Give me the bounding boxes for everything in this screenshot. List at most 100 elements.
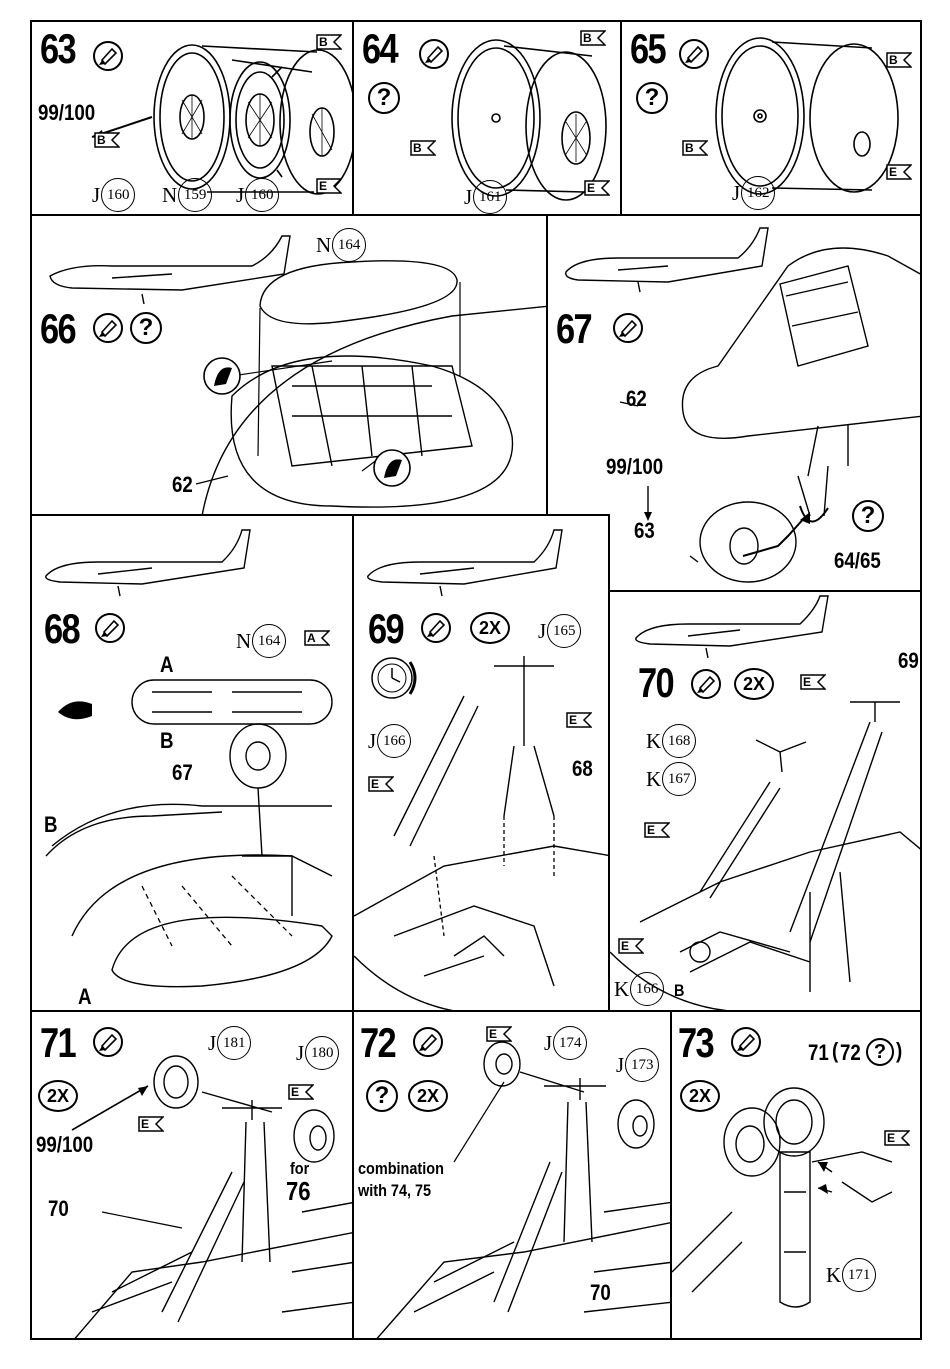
ref-alt: 72 (840, 1040, 861, 1065)
step-number: 63 (40, 25, 77, 72)
step-number: 70 (638, 659, 675, 706)
optional-question-icon: ? (366, 1080, 398, 1112)
multiplier-badge: 2X (38, 1080, 78, 1112)
decal-flag-icon: B (886, 52, 912, 68)
decal-flag-icon: E (368, 776, 394, 792)
multiplier-badge: 2X (470, 612, 510, 644)
decal-flag-icon: A (304, 630, 330, 646)
step-67-nose-gear-drawing (565, 227, 920, 583)
decal-flag-icon: B (682, 140, 708, 156)
glue-tube-icon (92, 1026, 124, 1058)
step-number: 68 (44, 605, 81, 652)
step-66-cockpit-drawing (49, 235, 546, 514)
decal-flag-icon: B (580, 30, 606, 46)
step-number: 69 (368, 605, 405, 652)
step-73-wheel-assembly-drawing (672, 1087, 893, 1308)
ref-label: 62 (172, 472, 193, 497)
decal-flag-icon: E (800, 674, 826, 690)
glue-tube-icon (94, 612, 126, 644)
note-line-1: combination (358, 1159, 444, 1178)
ref-label: 67 (172, 760, 193, 785)
step-number: 71 (40, 1019, 77, 1066)
ref-label: 64/65 (834, 548, 881, 573)
note-for: for (290, 1159, 310, 1178)
step-65-wheel-drawing (715, 37, 899, 195)
glue-tube-icon (92, 312, 124, 344)
step-70-strut-drawing (610, 595, 920, 1010)
ref-label: B (674, 981, 685, 1000)
decal-flag-icon: E (138, 1116, 164, 1132)
ref-label: 62 (626, 386, 647, 411)
step-68-wheel-well-drawing (45, 529, 333, 988)
step-71-wheel-hub-drawing (71, 1055, 352, 1338)
glue-tube-icon (730, 1026, 762, 1058)
decal-flag-icon: B (94, 132, 120, 148)
decal-flag-icon: E (316, 178, 342, 194)
optional-question-icon: ? (636, 82, 668, 114)
ref-label: 68 (572, 756, 593, 781)
ref-label: B (44, 812, 58, 837)
ref-label: 63 (634, 518, 655, 543)
ref-label: 99/100 (38, 100, 96, 125)
step-number: 73 (678, 1019, 715, 1066)
ref-label: 70 (590, 1280, 611, 1305)
ref-label: 70 (48, 1196, 69, 1221)
ref-alt-close: ) (896, 1038, 903, 1063)
flag-letter: B (97, 133, 106, 147)
note-line-2: with 74, 75 (358, 1181, 432, 1200)
flag-letter: B (319, 35, 328, 49)
flag-letter: E (319, 179, 328, 193)
decal-flag-icon: E (884, 1130, 910, 1146)
ref-label: B (160, 728, 174, 753)
decal-flag-icon: E (618, 938, 644, 954)
ref-main: 71 (808, 1040, 829, 1065)
step-number: 67 (556, 305, 593, 352)
glue-tube-icon (420, 612, 452, 644)
ref-alt-open: ( (832, 1038, 839, 1063)
ref-label: A (160, 652, 174, 677)
decal-flag-icon: E (644, 822, 670, 838)
decal-flag-icon: B (316, 34, 342, 50)
optional-question-icon: ? (866, 1038, 894, 1066)
step-69-strut-drawing (354, 529, 608, 1010)
glue-tube-icon (678, 38, 710, 70)
optional-question-icon: ? (368, 82, 400, 114)
glue-tube-icon (418, 38, 450, 70)
glue-tube-icon (92, 40, 124, 72)
optional-question-icon: ? (852, 500, 884, 532)
multiplier-badge: 2X (408, 1080, 448, 1112)
multiplier-badge: 2X (680, 1080, 720, 1112)
decal-flag-icon: E (886, 164, 912, 180)
optional-question-icon: ? (130, 312, 162, 344)
step-number: 66 (40, 305, 77, 352)
step-72-wheel-hub-drawing (376, 1041, 670, 1338)
decal-flag-icon: E (566, 712, 592, 728)
multiplier-badge: 2X (734, 668, 774, 700)
ref-label: 69 (898, 648, 919, 673)
note-step: 76 (286, 1176, 311, 1206)
ref-label: 99/100 (606, 454, 664, 479)
step-number: 64 (362, 25, 399, 72)
